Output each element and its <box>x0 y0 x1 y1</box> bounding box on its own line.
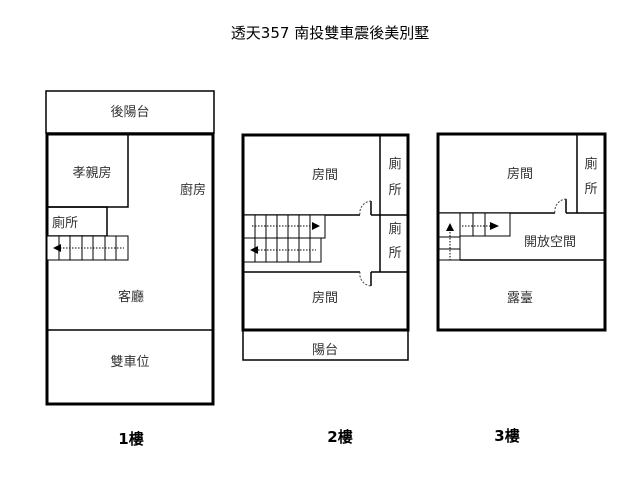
stairs-1 <box>46 235 129 261</box>
toilet-lower-char2: 所 <box>388 246 401 261</box>
floor-3: 房間 廁 所 開放空間 露臺 3樓 <box>436 132 607 445</box>
open-space-label: 開放空間 <box>524 235 576 250</box>
living-room-label: 客廳 <box>118 289 144 305</box>
toilet-upper-char1: 廁 <box>388 156 401 172</box>
title: 透天357 南投雙車震後美別墅 <box>231 24 429 42</box>
room-label: 房間 <box>507 166 533 182</box>
elder-room-label: 孝親房 <box>72 165 111 181</box>
balcony <box>242 329 409 361</box>
floor-3-outline <box>436 132 607 332</box>
toilet-upper-char2: 所 <box>388 183 401 198</box>
floor-1-outline <box>45 132 215 406</box>
stairs-3 <box>438 212 511 261</box>
room-top-label: 房間 <box>312 167 338 183</box>
garage-label: 雙車位 <box>110 355 149 370</box>
terrace-label: 露臺 <box>507 291 533 306</box>
toilet-char2: 所 <box>584 182 597 197</box>
kitchen-label: 廚房 <box>180 182 206 198</box>
toilet-char1: 廁 <box>584 156 597 172</box>
stairs-2 <box>243 214 326 263</box>
toilet-lower-char1: 廁 <box>388 221 401 237</box>
balcony-label: 陽台 <box>312 343 338 358</box>
toilet-label: 廁所 <box>52 215 78 231</box>
back-balcony-label: 後陽台 <box>110 105 149 120</box>
floor-1: 後陽台 孝親房 廚房 廁所 客廳 雙車位 1樓 <box>45 90 215 448</box>
floor-3-label: 3樓 <box>494 427 519 445</box>
floor-2-label: 2樓 <box>327 428 352 446</box>
room-bottom-label: 房間 <box>312 290 338 306</box>
floor-1-label: 1樓 <box>118 430 143 448</box>
floor-2: 房間 廁 所 廁 所 房間 陽台 2樓 <box>241 133 410 446</box>
